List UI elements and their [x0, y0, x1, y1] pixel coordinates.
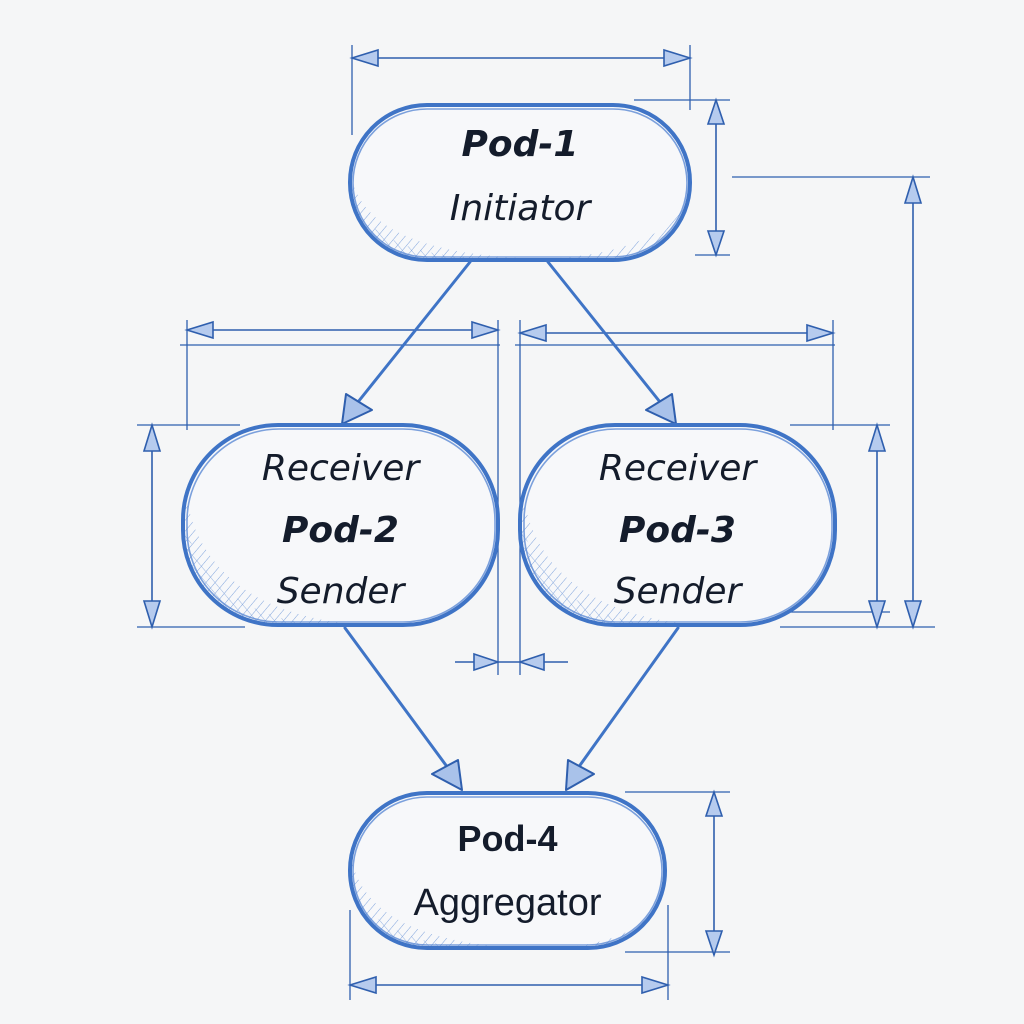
edges — [341, 260, 680, 791]
dimension-pod1-height — [634, 97, 730, 258]
node-pod-3-receiver: Receiver — [598, 448, 757, 489]
node-pod-1-shape — [348, 103, 692, 262]
dimension-pod4-height — [625, 789, 730, 958]
node-pod-3-sender: Sender — [613, 571, 742, 612]
dimension-pod3-height — [790, 422, 890, 630]
dimension-pod2-height — [137, 422, 245, 630]
node-pod-1-title: Pod-1 — [461, 124, 579, 165]
node-pod-2-sender: Sender — [276, 571, 405, 612]
node-pod-4-title: Pod-4 — [457, 818, 558, 859]
node-pod-4-role: Aggregator — [413, 882, 602, 924]
edge-pod1-to-pod2 — [341, 260, 472, 425]
dimension-pod4-width — [347, 905, 671, 1000]
dimension-pod2-width — [180, 320, 501, 675]
node-pod-3-shape — [518, 423, 837, 627]
dimension-overall-height — [732, 174, 935, 630]
edge-pod1-to-pod3 — [546, 260, 677, 425]
node-pod-1-role: Initiator — [449, 188, 591, 229]
edge-pod3-to-pod4 — [565, 626, 680, 791]
node-pod-2-title: Pod-2 — [282, 510, 399, 551]
node-pod-3-title: Pod-3 — [619, 510, 736, 551]
dimension-pod3-width — [515, 320, 836, 675]
dimension-pod1-width — [349, 45, 693, 135]
dimension-gap — [455, 652, 568, 672]
edge-pod2-to-pod4 — [343, 626, 463, 791]
dimension-lines — [137, 45, 935, 1000]
node-pod-2-receiver: Receiver — [261, 448, 420, 489]
